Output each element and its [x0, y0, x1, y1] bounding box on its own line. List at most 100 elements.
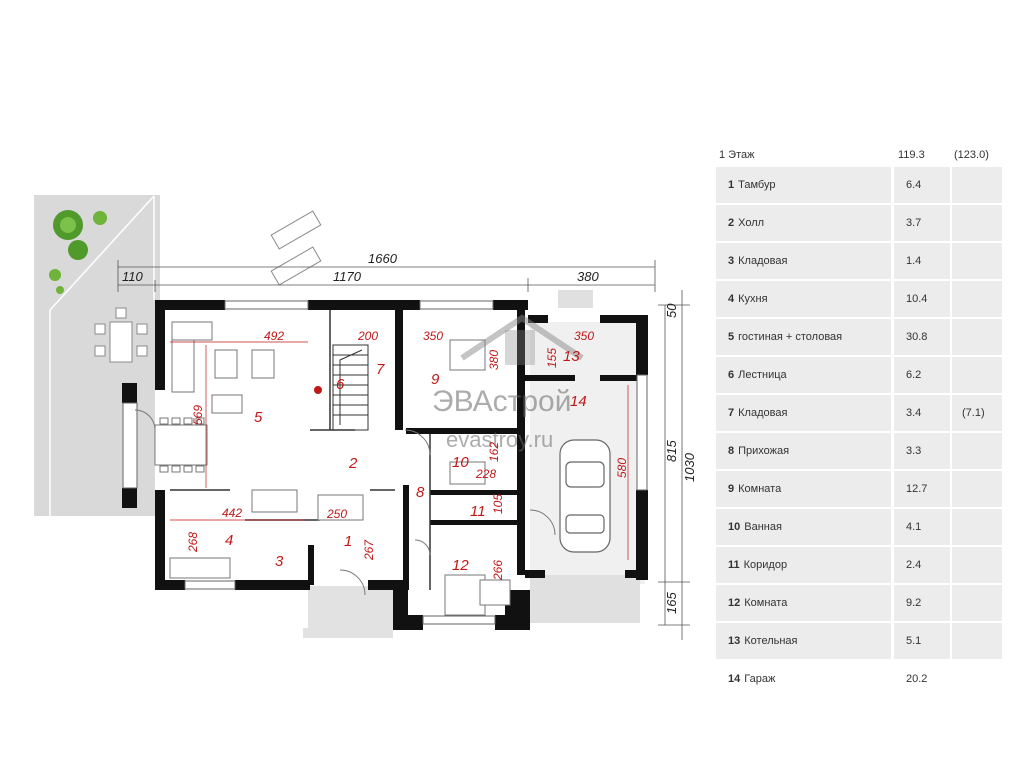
dim-top-offset: 50 [664, 303, 679, 318]
room-number: 7 [728, 407, 735, 419]
sun-lounger-icon [270, 210, 322, 286]
room-area-extra [952, 205, 1002, 241]
room-dimensions: 492 200 350 350 569 442 268 250 267 228 … [170, 329, 629, 581]
room-number: 1 [728, 179, 735, 191]
room-name: Комната [744, 597, 788, 609]
room-area-extra [952, 585, 1002, 621]
total-area-alt: (123.0) [954, 149, 989, 161]
room-name: Холл [738, 217, 765, 229]
room-number: 9 [728, 483, 735, 495]
watermark: ЭВАстрой evastroy.ru [432, 314, 584, 452]
room-number-8: 8 [416, 484, 425, 501]
dim-380-small: 380 [487, 350, 501, 370]
room-area: 6.4 [894, 167, 950, 203]
room-area: 30.8 [894, 319, 950, 355]
room-area: 3.3 [894, 433, 950, 469]
room-area: 20.2 [906, 673, 928, 685]
room-number: 10 [728, 521, 741, 533]
room-area-extra [952, 623, 1002, 659]
dim-155: 155 [545, 348, 559, 368]
floor-label: 1 Этаж [719, 149, 755, 161]
room-area-extra: (7.1) [952, 395, 1002, 431]
dim-569: 569 [191, 405, 205, 425]
room-name: Кухня [738, 293, 768, 305]
dim-267: 267 [362, 539, 376, 561]
room-number-10: 10 [452, 454, 469, 471]
room-number: 3 [728, 255, 735, 267]
room-area-extra [952, 661, 1002, 697]
room-area-extra [952, 471, 1002, 507]
dim-depth-main: 815 [664, 440, 679, 462]
room-area: 3.7 [894, 205, 950, 241]
walls [122, 300, 648, 630]
room-area: 1.4 [894, 243, 950, 279]
room-number-5: 5 [254, 409, 263, 426]
dim-depth-total: 1030 [682, 452, 697, 482]
dim-main-width: 1170 [333, 269, 362, 284]
room-number: 12 [728, 597, 741, 609]
room-area-extra [952, 547, 1002, 583]
room-area-extra [952, 243, 1002, 279]
outdoor-table-icon [94, 307, 148, 363]
room-number-12: 12 [452, 557, 469, 574]
room-name: Комната [738, 483, 782, 495]
room-number: 14 [728, 673, 741, 685]
room-number-7: 7 [376, 361, 385, 378]
room-area: 12.7 [894, 471, 950, 507]
stairs-icon [332, 344, 369, 431]
room-number: 2 [728, 217, 735, 229]
bathtub-icon [449, 461, 486, 485]
windows [122, 300, 648, 625]
room-number-6: 6 [336, 376, 345, 393]
room-name: Тамбур [738, 179, 776, 191]
room-name: Прихожая [738, 445, 790, 457]
room-name: Ванная [744, 521, 782, 533]
room-number: 13 [728, 635, 741, 647]
dim-left-offset: 110 [122, 269, 143, 284]
dim-105: 105 [491, 494, 505, 514]
room-number-13: 13 [563, 348, 580, 365]
watermark-site: evastroy.ru [446, 427, 553, 452]
room-number-3: 3 [275, 553, 284, 570]
room-area-extra [952, 357, 1002, 393]
dim-266: 266 [491, 560, 505, 581]
room-area-extra [952, 167, 1002, 203]
room-number-1: 1 [344, 533, 352, 550]
furniture [154, 321, 511, 616]
dimension-lines [117, 260, 690, 640]
room-area: 2.4 [894, 547, 950, 583]
room-number-14: 14 [570, 393, 587, 410]
room-area-extra [952, 319, 1002, 355]
porch [308, 586, 393, 628]
room-name: гостиная + столовая [738, 331, 843, 343]
room-area-extra [952, 281, 1002, 317]
dim-228: 228 [475, 467, 496, 481]
dim-250: 250 [326, 507, 347, 521]
garage-apron [530, 575, 640, 623]
room-area-extra [952, 509, 1002, 545]
plant-icon [49, 210, 107, 294]
room-area: 6.2 [894, 357, 950, 393]
dim-492: 492 [264, 329, 284, 343]
dim-268: 268 [186, 532, 200, 553]
dining-table-icon [154, 424, 208, 466]
room-number: 11 [728, 559, 740, 571]
